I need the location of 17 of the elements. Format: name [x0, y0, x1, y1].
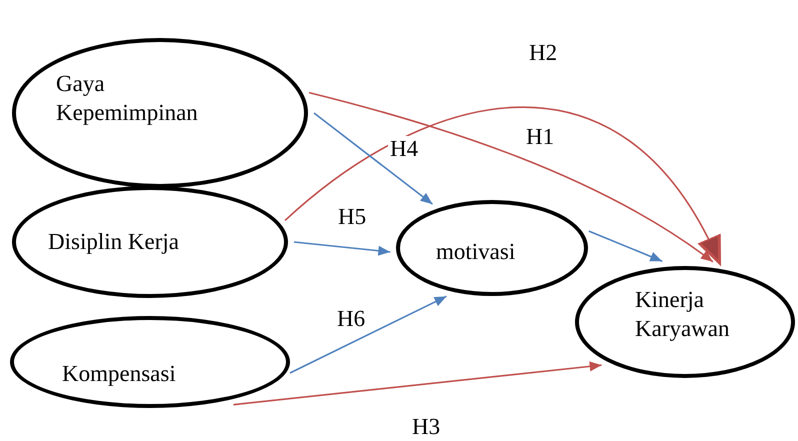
node-label: Gaya Kepemimpinan [56, 70, 199, 127]
ellipse-node [12, 38, 308, 188]
node-label: motivasi [436, 238, 516, 266]
arrow [308, 92, 714, 262]
ellipse-node [10, 316, 290, 408]
ellipse-node [575, 266, 795, 378]
node-label: Disiplin Kerja [48, 228, 180, 256]
arrow [233, 361, 602, 406]
arrow [290, 296, 447, 374]
arrow [588, 230, 662, 262]
node-label: Kinerja Karyawan [635, 286, 731, 343]
ellipse-node [12, 186, 288, 298]
arrow [284, 106, 722, 264]
arrow [314, 112, 433, 205]
node-label: Kompensasi [62, 360, 177, 388]
arrow [294, 241, 390, 256]
ellipse-node [396, 200, 588, 296]
